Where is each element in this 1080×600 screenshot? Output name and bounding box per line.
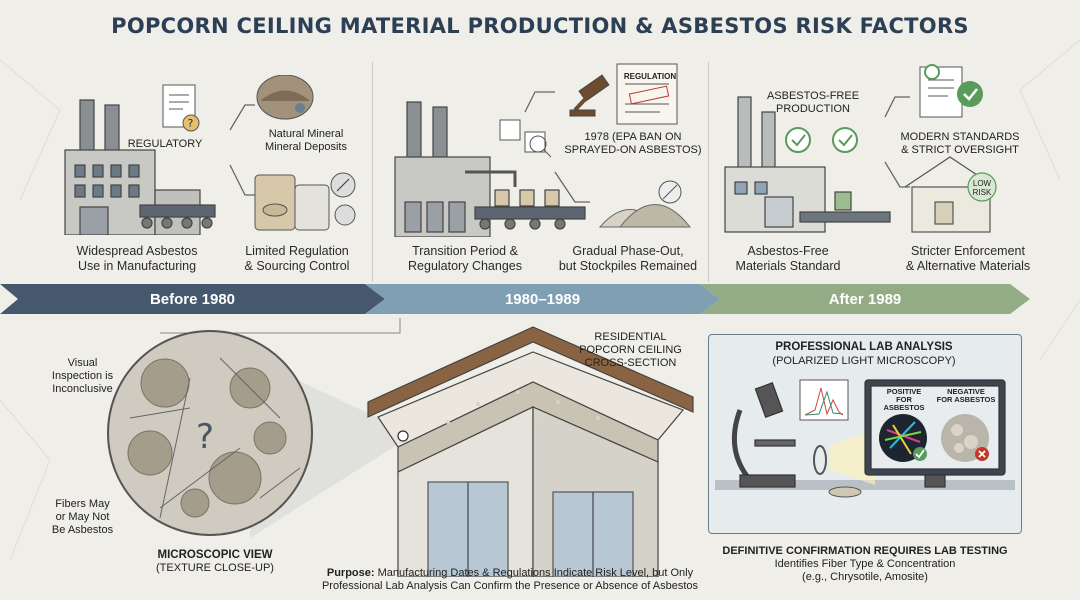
arrow-icon — [524, 91, 555, 113]
check-circle-icon — [785, 127, 858, 153]
microscopic-view-illustration: ? — [107, 318, 401, 538]
negative-sample-icon — [941, 414, 989, 462]
visual-inspection-label: Visual Inspection is Inconclusive — [51, 357, 114, 395]
microscope-icon — [731, 382, 796, 488]
transition-illustration — [394, 63, 692, 237]
timeline-after-1989: After 1989 — [700, 284, 1030, 314]
arrow-icon — [229, 164, 255, 196]
house-icon — [904, 156, 997, 233]
timeline-1980-1989: 1980–1989 — [365, 284, 720, 314]
purpose-text-1: Manufacturing Dates & Regulations Indica… — [377, 567, 694, 579]
lab-analysis-title: PROFESSIONAL LAB ANALYSIS — [775, 341, 953, 353]
caption-asbestos-free-standard: Asbestos-Free Materials Standard — [735, 244, 841, 273]
asbestos-free-production-label: ASBESTOS-FREE PRODUCTION — [766, 90, 860, 115]
lab-confirmation-title: DEFINITIVE CONFIRMATION REQUIRES LAB TES… — [722, 545, 1008, 557]
page-title: POPCORN CEILING MATERIAL PRODUCTION & AS… — [111, 14, 969, 38]
sample-dish-icon — [813, 430, 875, 498]
factory-icon — [724, 96, 891, 233]
arrow-icon — [229, 104, 255, 131]
low-risk-badge: LOW RISK — [972, 179, 992, 197]
factory-icon — [394, 101, 586, 237]
timeline-before-1980: Before 1980 — [0, 284, 385, 314]
before-1980-illustration: ? — [64, 75, 356, 235]
spectrum-chart-icon — [799, 379, 849, 421]
caption-stricter-enforcement: Stricter Enforcement & Alternative Mater… — [905, 244, 1031, 273]
ceiling-cross-section-label: RESIDENTIAL POPCORN CEILING CROSS-SECTIO… — [579, 331, 682, 369]
arrow-icon — [884, 96, 910, 118]
mineral-deposits-label: Natural Mineral Mineral Deposits — [265, 128, 347, 153]
question-mark-icon: ? — [196, 417, 214, 457]
negative-for-asbestos-label: NEGATIVE FOR ASBESTOS — [936, 387, 996, 404]
material-bags-icon — [254, 172, 356, 231]
panel-divider-1 — [372, 62, 373, 282]
microscopic-view-subtitle: (TEXTURE CLOSE-UP) — [156, 562, 274, 574]
purpose-line-1: Purpose: Manufacturing Dates & Regulatio… — [300, 567, 720, 580]
stockpile-icon — [598, 180, 692, 228]
panel-divider-2 — [708, 62, 709, 282]
caption-transition-period: Transition Period & Regulatory Changes — [408, 244, 522, 273]
after-1989-illustration — [724, 64, 997, 233]
arrow-icon — [884, 161, 910, 188]
svg-text:?: ? — [188, 117, 194, 130]
fibers-label: Fibers May or May Not Be Asbestos — [51, 498, 114, 536]
lab-analysis-subtitle: (POLARIZED LIGHT MICROSCOPY) — [772, 355, 956, 367]
caption-limited-regulation: Limited Regulation & Sourcing Control — [244, 244, 350, 273]
caption-widespread-use: Widespread Asbestos Use in Manufacturing — [76, 244, 198, 273]
purpose-line-2: Professional Lab Analysis Can Confirm th… — [321, 580, 699, 592]
document-icon: ? — [162, 84, 200, 132]
timeline: Before 1980 1980–1989 After 1989 — [0, 284, 1080, 314]
lab-equipment-illustration — [715, 379, 1015, 498]
epa-ban-label: 1978 (EPA BAN ON SPRAYED-ON ASBESTOS) — [564, 131, 702, 156]
ceiling-cross-section — [367, 326, 694, 577]
regulation-document-icon — [616, 63, 678, 125]
caption-gradual-phaseout: Gradual Phase-Out, but Stockpiles Remain… — [558, 244, 698, 273]
mineral-deposit-icon — [256, 75, 314, 120]
checklist-icon — [499, 119, 552, 158]
purpose-label: Purpose: — [326, 567, 375, 579]
modern-standards-label: MODERN STANDARDS & STRICT OVERSIGHT — [900, 131, 1020, 156]
positive-for-asbestos-label: POSITIVE FOR ASBESTOS — [883, 387, 925, 412]
regulatory-label: REGULATORY — [127, 138, 203, 150]
positive-sample-icon — [879, 414, 927, 462]
microscopic-view-title: MICROSCOPIC VIEW — [157, 549, 273, 561]
lab-confirmation-line-1: Identifies Fiber Type & Concentration — [774, 558, 956, 570]
gavel-icon — [569, 74, 610, 117]
zoom-point-icon — [397, 430, 409, 442]
lab-confirmation-line-2: (e.g., Chrysotile, Amosite) — [802, 571, 928, 583]
arrow-icon — [554, 171, 590, 203]
regulation-doc-label: REGULATION — [623, 72, 677, 81]
factory-icon — [64, 99, 216, 235]
certificate-icon — [919, 64, 983, 118]
